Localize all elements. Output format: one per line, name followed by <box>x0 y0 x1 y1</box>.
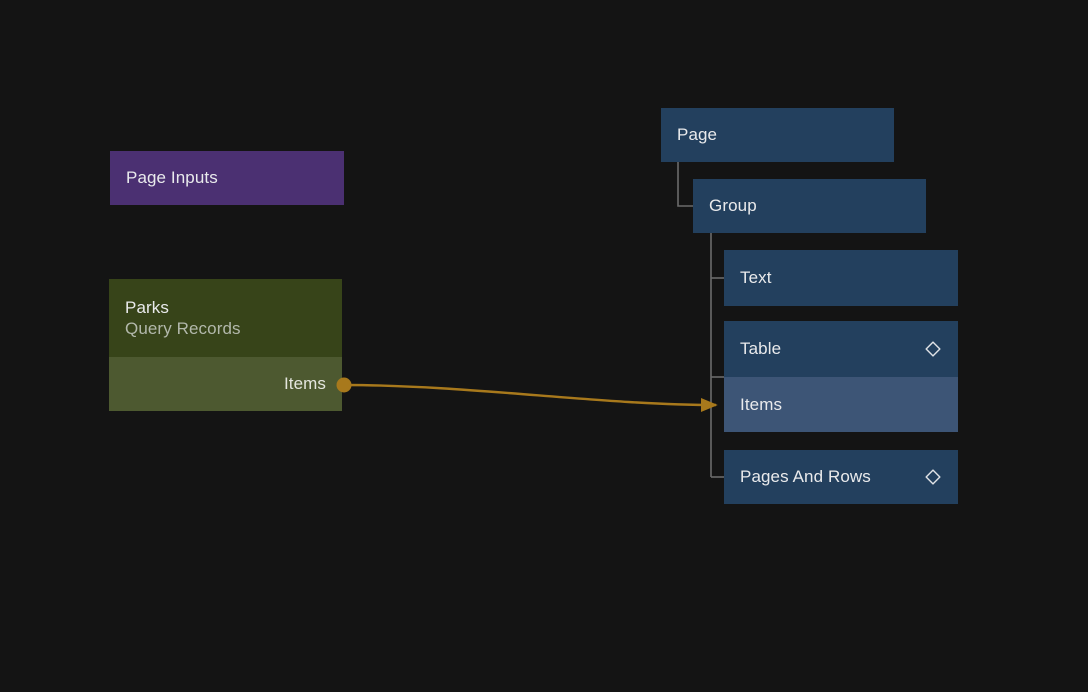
node-pages-and-rows-label: Pages And Rows <box>740 467 871 486</box>
node-table-header[interactable]: Table <box>724 321 958 377</box>
node-page-label: Page <box>677 125 718 144</box>
node-pages-and-rows[interactable]: Pages And Rows <box>724 450 958 504</box>
node-page-inputs-label: Page Inputs <box>126 168 218 187</box>
node-text-label: Text <box>740 268 772 287</box>
node-group[interactable]: Group <box>693 179 926 233</box>
node-table[interactable]: Table Items <box>724 321 958 432</box>
diamond-icon <box>925 341 941 357</box>
node-text[interactable]: Text <box>724 250 958 306</box>
node-page-inputs[interactable]: Page Inputs <box>110 151 344 205</box>
connection-wire <box>343 383 718 413</box>
node-table-items-row[interactable]: Items <box>724 377 958 432</box>
node-table-label: Table <box>740 339 782 358</box>
node-table-items-label: Items <box>740 394 783 414</box>
node-parks[interactable]: Parks Query Records Items <box>109 279 342 411</box>
node-group-label: Group <box>709 196 757 215</box>
node-parks-output-port[interactable]: Items <box>109 357 342 411</box>
node-parks-title: Parks <box>125 297 169 317</box>
node-parks-subtitle: Query Records <box>125 318 241 338</box>
connector-page-to-group <box>677 162 693 207</box>
diamond-icon <box>925 469 941 485</box>
node-parks-output-port-label: Items <box>283 374 326 393</box>
node-page[interactable]: Page <box>661 108 894 162</box>
node-parks-header: Parks Query Records <box>109 279 342 357</box>
